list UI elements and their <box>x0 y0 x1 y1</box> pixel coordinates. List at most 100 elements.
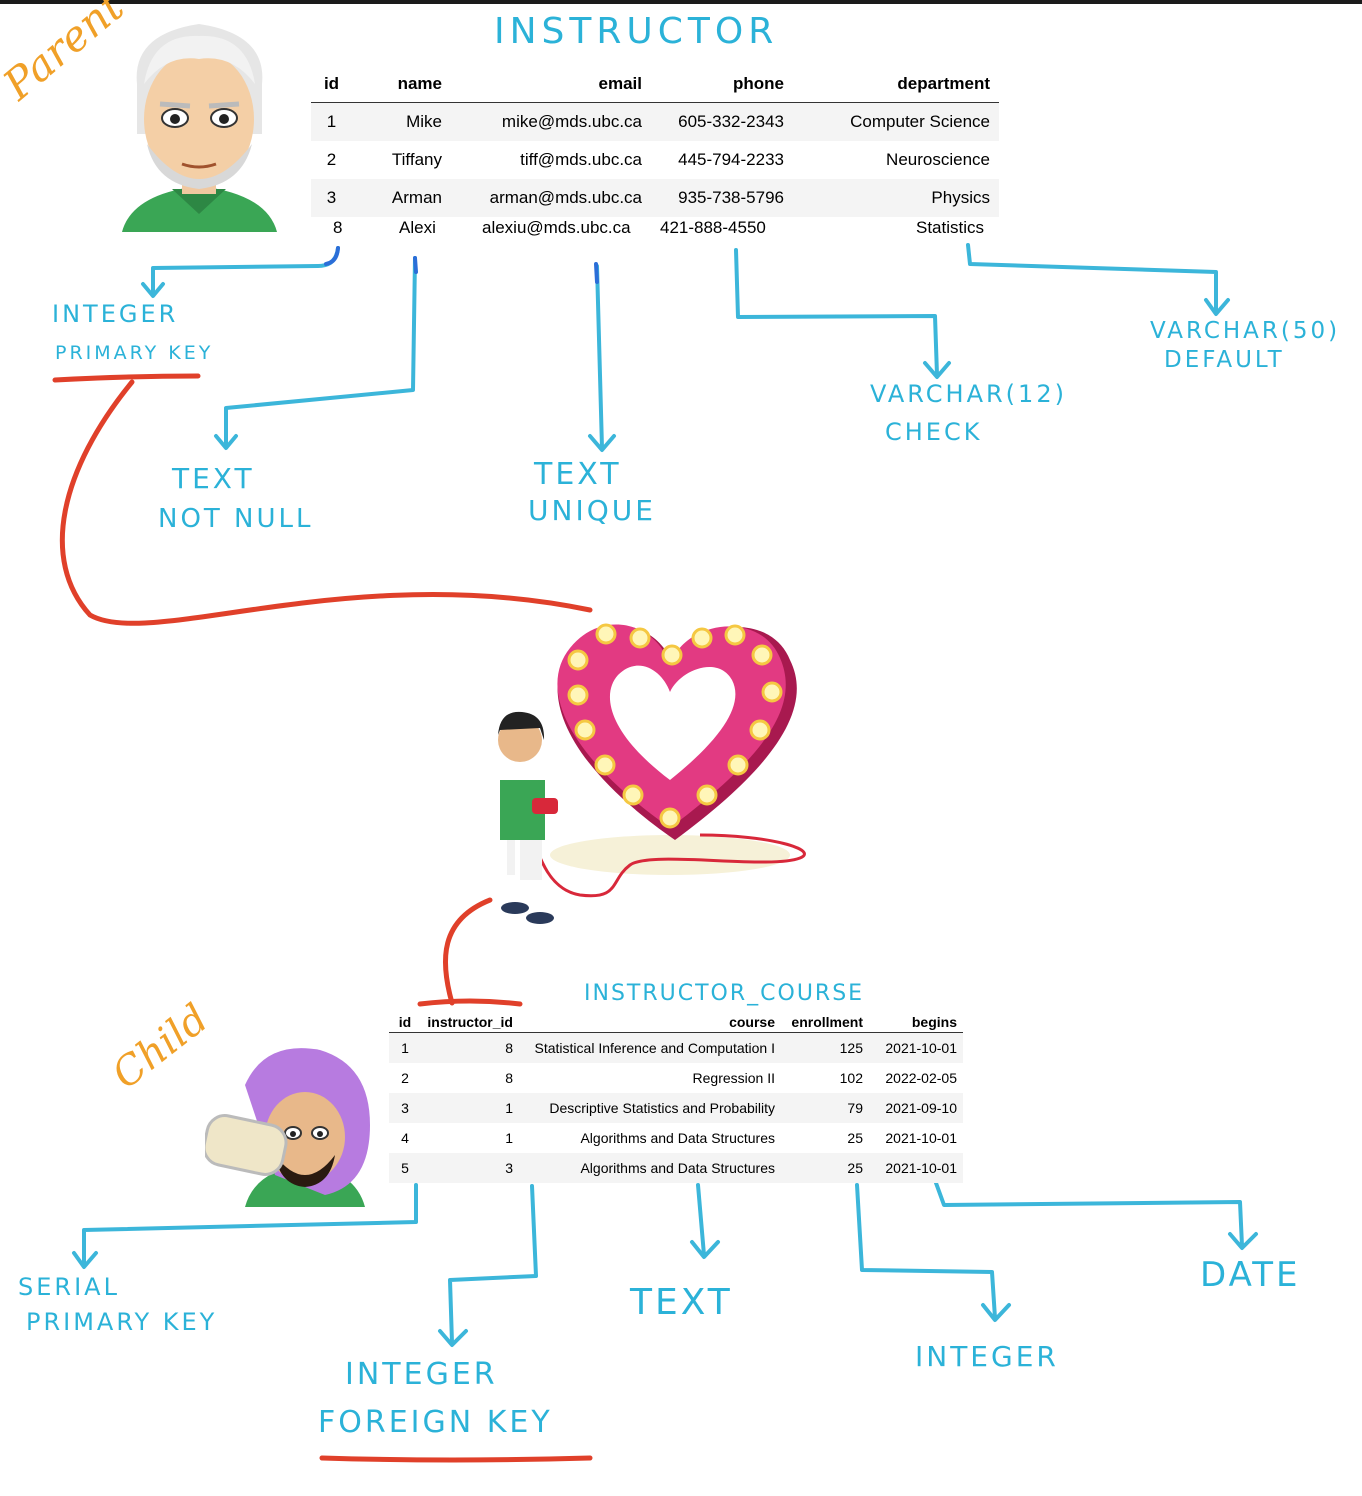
cell-course: Algorithms and Data Structures <box>580 1130 775 1146</box>
cell-course: Regression II <box>692 1070 775 1086</box>
cell-enrollment: 25 <box>847 1130 863 1146</box>
child-avatar <box>205 1048 370 1207</box>
cell-phone: 445-794-2233 <box>678 150 784 169</box>
added-row-department: Statistics <box>916 218 985 237</box>
table-row: 2 8 Regression II 102 2022-02-05 <box>389 1063 963 1093</box>
cell-begins: 2021-10-01 <box>863 1153 963 1183</box>
cell-id: 4 <box>401 1130 409 1146</box>
cell-department: Computer Science <box>784 102 999 141</box>
arrow-name <box>214 256 417 450</box>
table-row: 3 1 Descriptive Statistics and Probabili… <box>389 1093 963 1123</box>
annotation-instructor-id-type: INTEGER <box>345 1357 498 1392</box>
column-header-enrollment: enrollment <box>775 1000 863 1033</box>
heart-marquee-illustration <box>498 623 806 924</box>
annotation-email-type: TEXT <box>534 457 622 492</box>
column-header-name: name <box>352 66 442 103</box>
cell-begins: 2022-02-05 <box>885 1070 957 1086</box>
column-header-begins: begins <box>863 1000 963 1033</box>
annotation-id-type: INTEGER <box>52 300 179 328</box>
annotation-begins-type: DATE <box>1200 1255 1301 1295</box>
parent-avatar <box>122 24 277 232</box>
arrow-child-id <box>72 1183 418 1269</box>
window-top-bar <box>0 0 1362 4</box>
cell-begins: 2021-10-01 <box>863 1032 963 1063</box>
primary-key-underline <box>52 373 201 383</box>
arrow-child-begins <box>934 1181 1258 1250</box>
cell-department: Neuroscience <box>886 150 990 169</box>
annotation-email-constraint: UNIQUE <box>528 494 656 527</box>
instructor-table: id name email phone department 1 Mike mi… <box>311 66 999 217</box>
cell-id: 5 <box>389 1153 421 1183</box>
cell-phone: 605-332-2343 <box>642 102 784 141</box>
child-table-title: INSTRUCTOR_COURSE <box>584 981 865 1006</box>
cell-email: arman@mds.ubc.ca <box>442 179 642 217</box>
cell-name: Tiffany <box>391 150 442 169</box>
cell-name: Arman <box>352 179 442 217</box>
annotation-phone-constraint: CHECK <box>885 418 983 446</box>
table-row: 3 Arman arman@mds.ubc.ca 935-738-5796 Ph… <box>311 179 999 217</box>
annotation-name-type: TEXT <box>172 462 255 495</box>
arrow-id <box>141 246 340 298</box>
parent-table-title: INSTRUCTOR <box>494 11 779 52</box>
cell-email: tiff@mds.ubc.ca <box>520 150 642 169</box>
table-header-row: id name email phone department <box>311 66 999 103</box>
arrow-department <box>966 243 1230 316</box>
cell-instructor-id: 8 <box>421 1032 513 1063</box>
column-header-email: email <box>442 66 642 103</box>
annotation-department-constraint: DEFAULT <box>1164 347 1285 373</box>
cell-id: 2 <box>401 1070 409 1086</box>
added-row-phone: 421-888-4550 <box>660 218 766 237</box>
cell-begins: 2021-09-10 <box>863 1093 963 1123</box>
column-header-department: department <box>784 66 999 103</box>
cell-instructor-id: 1 <box>421 1093 513 1123</box>
cell-begins: 2021-10-01 <box>885 1130 957 1146</box>
column-header-course: course <box>513 1000 775 1033</box>
arrow-child-course <box>690 1183 720 1259</box>
added-row-id: 8 <box>333 218 343 237</box>
cell-instructor-id: 8 <box>505 1070 513 1086</box>
table-row: 1 Mike mike@mds.ubc.ca 605-332-2343 Comp… <box>311 102 999 141</box>
table-row: 1 8 Statistical Inference and Computatio… <box>389 1032 963 1063</box>
cell-course: Algorithms and Data Structures <box>513 1153 775 1183</box>
annotation-name-constraint: NOT NULL <box>158 504 314 534</box>
cell-id: 2 <box>326 150 337 169</box>
cell-course: Statistical Inference and Computation I <box>513 1032 775 1063</box>
cell-department: Physics <box>784 179 999 217</box>
cell-instructor-id: 1 <box>505 1130 513 1146</box>
cell-phone: 935-738-5796 <box>642 179 784 217</box>
arrow-child-instructor-id <box>438 1184 538 1347</box>
annotation-course-type: TEXT <box>630 1282 733 1323</box>
arrow-phone <box>734 248 951 379</box>
cell-id: 1 <box>389 1032 421 1063</box>
table-row: 4 1 Algorithms and Data Structures 25 20… <box>389 1123 963 1153</box>
foreign-key-underline <box>319 1455 593 1463</box>
key-link-plug-cord <box>442 897 493 1006</box>
column-header-instructor-id: instructor_id <box>421 1000 513 1033</box>
added-row-name: Alexi <box>399 218 436 237</box>
cell-name: Mike <box>352 102 442 141</box>
cell-id: 3 <box>311 179 352 217</box>
cell-enrollment: 79 <box>775 1093 863 1123</box>
column-header-id: id <box>389 1000 421 1033</box>
annotation-department-type: VARCHAR(50) <box>1150 318 1341 344</box>
cell-instructor-id: 3 <box>421 1153 513 1183</box>
annotation-id-constraint: PRIMARY KEY <box>55 342 214 364</box>
table-row: 2 Tiffany tiff@mds.ubc.ca 445-794-2233 N… <box>311 141 999 179</box>
cell-enrollment: 102 <box>839 1070 863 1086</box>
table-header-row: id instructor_id course enrollment begin… <box>389 1000 963 1033</box>
cell-course: Descriptive Statistics and Probability <box>513 1093 775 1123</box>
cell-id: 1 <box>311 102 352 141</box>
annotation-instructor-id-constraint: FOREIGN KEY <box>318 1405 553 1440</box>
arrow-email <box>588 264 616 452</box>
column-header-id: id <box>311 66 352 103</box>
annotation-enrollment-type: INTEGER <box>915 1340 1059 1373</box>
arrow-child-enrollment <box>855 1183 1011 1322</box>
instructor-course-table: id instructor_id course enrollment begin… <box>389 1000 963 1183</box>
annotation-child-id-type: SERIAL <box>18 1273 120 1301</box>
cell-enrollment: 25 <box>775 1153 863 1183</box>
column-header-phone: phone <box>642 66 784 103</box>
annotation-phone-type: VARCHAR(12) <box>870 380 1067 408</box>
cell-id: 3 <box>389 1093 421 1123</box>
cell-email: mike@mds.ubc.ca <box>442 102 642 141</box>
